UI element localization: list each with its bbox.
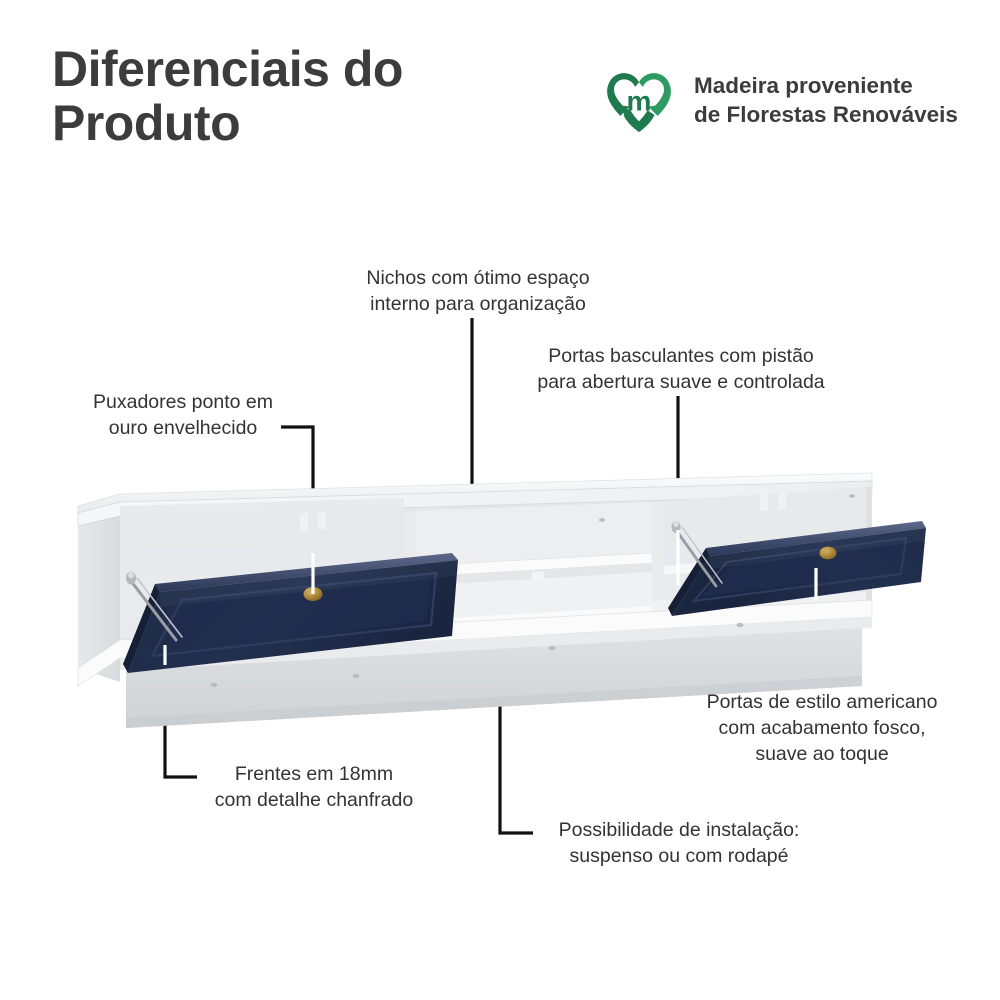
callout-frentes: Frentes em 18mm com detalhe chanfrado (214, 763, 414, 811)
logo-letter: m (627, 85, 652, 116)
leader-line-instalacao (498, 650, 533, 835)
deck-screws (210, 494, 855, 688)
page-title: Diferenciais do Produto (52, 41, 403, 151)
left-piston (126, 571, 183, 642)
callout-nichos: Nichos com ótimo espaço interno para org… (366, 267, 590, 315)
left-door-bevel-frame (150, 571, 438, 658)
callout-instalacao: Possibilidade de instalação: suspenso ou… (558, 819, 800, 867)
right-door-panel[interactable] (668, 521, 926, 616)
cabinet-bottom-deck (77, 599, 873, 687)
certification-line-2: de Florestas Renováveis (694, 102, 958, 127)
callout-americano: Portas de estilo americano com acabament… (706, 691, 938, 765)
plinth-base (126, 628, 862, 728)
callout-puxadores: Puxadores ponto em ouro envelhecido (93, 391, 273, 439)
callout-pistao: Portas basculantes com pistão para abert… (537, 345, 825, 393)
cabinet-left-side (78, 500, 120, 682)
certification-badge: m Madeira proveniente de Florestas Renov… (600, 62, 958, 140)
certification-label: Madeira proveniente de Florestas Renováv… (694, 72, 958, 130)
certification-line-1: Madeira proveniente (694, 73, 913, 99)
right-door-bevel-frame (691, 536, 908, 603)
right-knob[interactable] (819, 546, 837, 560)
left-door-panel[interactable] (123, 553, 458, 673)
recycling-heart-icon: m (600, 62, 678, 140)
